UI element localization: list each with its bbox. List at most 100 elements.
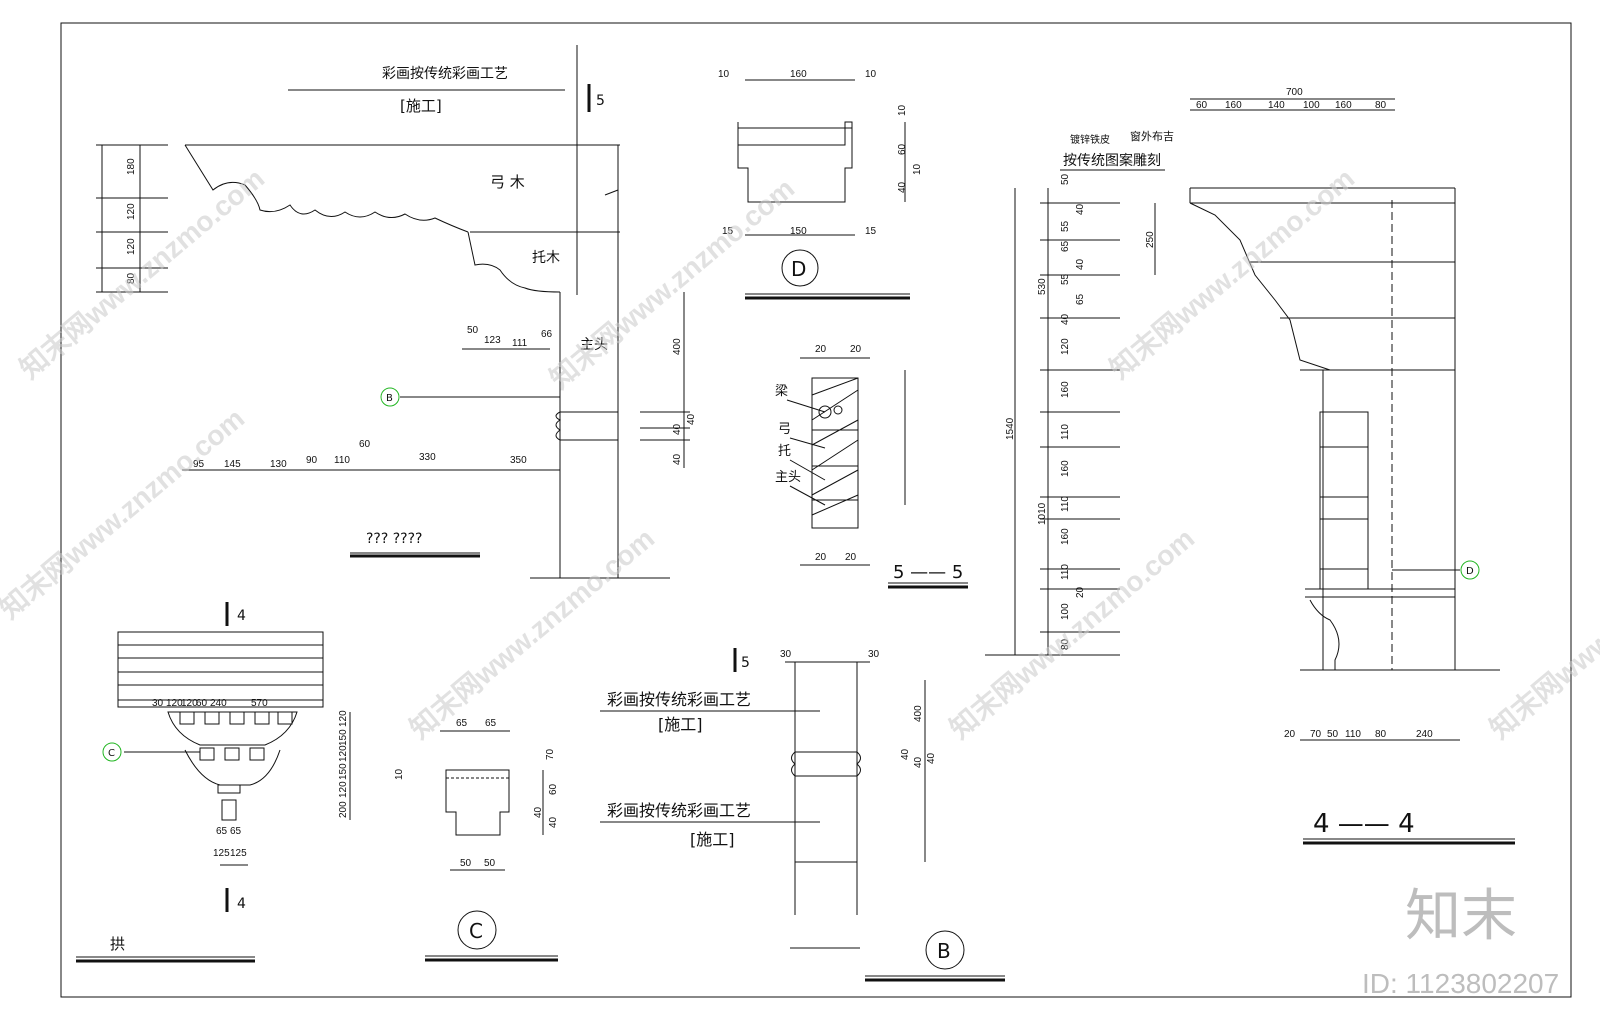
- section-4-4: 700 60 160 140 100 160 80 镀锌铁皮 窗外布吉 按传统图…: [985, 87, 1515, 845]
- section-title-4-4: 4 —— 4: [1313, 809, 1415, 839]
- dim-text: 240: [210, 698, 227, 709]
- dim-text: 160: [1060, 528, 1071, 545]
- anchuantong-label: 按传统图案雕刻: [1063, 152, 1161, 169]
- dim-text: 120: [338, 710, 349, 727]
- ref-marker-c: [102, 742, 122, 762]
- dim-text: 60: [196, 698, 208, 709]
- dim-text: 150: [338, 763, 349, 780]
- dim-text: 125: [213, 848, 230, 859]
- dim-text: 400: [913, 705, 924, 722]
- dim-text: 140: [1268, 100, 1285, 111]
- dim-text: 120: [166, 698, 183, 709]
- dim-text: 40: [672, 453, 683, 465]
- dim-text: 10: [865, 69, 877, 80]
- detail-d: 10 160 10 15 150 15 10 60 10 40 D: [718, 69, 923, 300]
- watermark-text: 知末网www.znzmo.com: [543, 172, 800, 395]
- dim-text: 20: [1284, 729, 1296, 740]
- watermark-text: 知末网www.znzmo.com: [943, 522, 1200, 745]
- dim-text: 60: [359, 439, 371, 450]
- dim-text: 20: [845, 552, 857, 563]
- dim-text: 20: [815, 344, 827, 355]
- dim-text: 60: [548, 783, 559, 795]
- dim-text: 65: [1060, 240, 1071, 252]
- dim-text: 1010: [1037, 502, 1048, 525]
- dim-text: 100: [1303, 100, 1320, 111]
- cut-label-5: 5: [741, 655, 750, 671]
- dim-text: 110: [334, 455, 350, 466]
- dim-text: 110: [1060, 564, 1071, 580]
- dim-text: 10: [394, 768, 405, 780]
- dim-text: 40: [926, 752, 937, 764]
- dim-text: 55: [1060, 220, 1071, 232]
- dim-text: 50: [1327, 729, 1339, 740]
- watermark-text: 知末网www.znzmo.com: [1103, 162, 1360, 385]
- dim-text: 120: [126, 238, 137, 255]
- liang-label: 梁: [775, 384, 788, 399]
- detail-marker-c: [457, 910, 497, 950]
- dim-text: 150: [338, 729, 349, 746]
- dim-text: 80: [126, 272, 137, 284]
- zhutou-section-label: 主头: [775, 470, 801, 485]
- dim-text: 80: [1060, 638, 1071, 650]
- dim-text: 160: [1060, 381, 1071, 398]
- detail-b: 5 30 30 彩画按传统彩画工艺 [施工] 彩画按传统彩画工艺 [施工] 40…: [600, 648, 1005, 982]
- brand-watermark: 知末: [1405, 884, 1517, 949]
- dim-text: 65: [456, 718, 468, 729]
- dim-text: 80: [1375, 100, 1387, 111]
- dim-text: 55: [1060, 273, 1071, 285]
- dim-text: 15: [865, 226, 877, 237]
- dim-text: 40: [1075, 203, 1086, 215]
- dim-text: 125: [230, 848, 247, 859]
- zhutou-label: 主头: [580, 337, 608, 353]
- watermarks: 知末网www.znzmo.com 知末网www.znzmo.com 知末网www…: [0, 162, 1600, 999]
- top-left-elevation: 彩画按传统彩画工艺 [施工] 5 弓 木 托木 主头 180 120 120 8…: [96, 45, 697, 579]
- dim-text: 50: [460, 858, 472, 869]
- caihua-label-mid2: 彩画按传统彩画工艺: [607, 801, 751, 820]
- dim-text: 50: [467, 325, 479, 336]
- dim-text: 145: [224, 459, 241, 470]
- cut-label-4: 4: [237, 896, 246, 912]
- ref-marker-b: [380, 387, 400, 407]
- gong-title: 拱: [110, 935, 125, 953]
- section-5-5: 20 20 梁 弓 托 主头 20 20 5 —— 5: [775, 344, 968, 589]
- dim-text: 120: [338, 781, 349, 798]
- ref-marker-text: C: [108, 748, 115, 759]
- dim-text: 160: [1060, 460, 1071, 477]
- dim-text: 330: [419, 452, 436, 463]
- dim-text: 40: [1060, 313, 1071, 325]
- dim-text: 40: [548, 816, 559, 828]
- dim-text: 30: [780, 649, 792, 660]
- watermark-text: 知末网www.znzmo.com: [13, 162, 270, 385]
- dim-text: 530: [1037, 278, 1048, 295]
- dim-text: 120: [181, 698, 198, 709]
- dim-text: 70: [545, 748, 556, 760]
- caihua-label-mid1: 彩画按传统彩画工艺: [607, 690, 751, 709]
- dim-text: 110: [1060, 424, 1071, 440]
- dim-text: 350: [510, 455, 527, 466]
- dim-text: 90: [306, 455, 318, 466]
- dim-text: 20: [1075, 586, 1086, 598]
- dim-text: 570: [251, 698, 268, 709]
- dim-text: 80: [1375, 729, 1387, 740]
- dim-text: 40: [897, 181, 908, 193]
- dim-text: 160: [1335, 100, 1352, 111]
- shigong-label-mid1: [施工]: [658, 715, 703, 734]
- dim-text: 700: [1286, 87, 1303, 98]
- ref-marker-text: B: [386, 393, 393, 404]
- dim-text: 120: [126, 203, 137, 220]
- dim-text: 10: [718, 69, 730, 80]
- tuomu-label: 托木: [532, 250, 560, 266]
- caihua-label-top: 彩画按传统彩画工艺: [382, 66, 508, 82]
- dim-text: 400: [672, 338, 683, 355]
- dim-text: 120: [1060, 338, 1071, 355]
- ref-marker-d: [1460, 560, 1480, 580]
- shigong-label-mid2: [施工]: [690, 830, 735, 849]
- dim-text: 65: [485, 718, 497, 729]
- dim-text: 150: [790, 226, 807, 237]
- detail-marker-b: [925, 930, 965, 970]
- dim-text: 123: [484, 335, 501, 346]
- detail-marker-text: C: [469, 919, 483, 943]
- dim-text: 40: [913, 756, 924, 768]
- dim-text: 160: [790, 69, 807, 80]
